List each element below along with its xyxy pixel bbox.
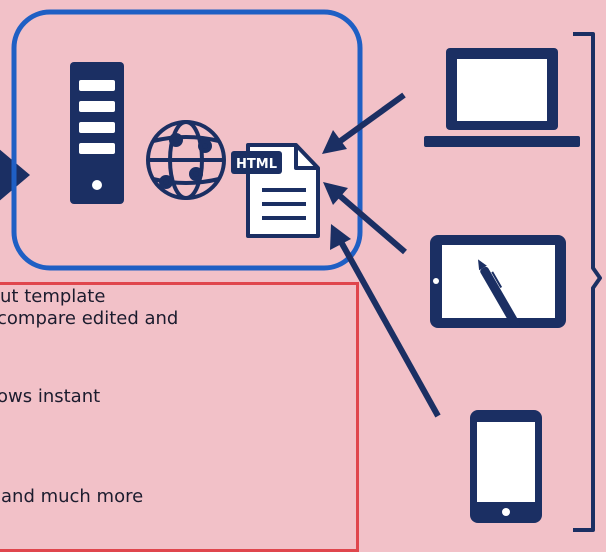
description-line-1: ut template bbox=[0, 286, 106, 307]
server-icon bbox=[70, 62, 124, 204]
arrow-from-tablet-icon bbox=[323, 182, 407, 255]
laptop-icon bbox=[424, 48, 580, 147]
html-badge-label: HTML bbox=[236, 157, 277, 172]
globe-icon bbox=[146, 120, 226, 200]
html-file-icon: HTML bbox=[231, 143, 320, 238]
smartphone-icon bbox=[470, 410, 542, 523]
arrow-from-laptop-icon bbox=[322, 92, 406, 154]
description-line-3: ows instant bbox=[0, 386, 101, 407]
diagram-canvas: HTML bbox=[0, 9, 602, 532]
server-group-box bbox=[11, 9, 363, 271]
device-bracket-icon bbox=[573, 32, 602, 532]
arrow-from-phone-icon bbox=[330, 224, 441, 418]
description-line-2: compare edited and bbox=[0, 308, 179, 329]
description-line-4: and much more bbox=[1, 486, 144, 507]
tablet-with-stylus-icon bbox=[430, 235, 566, 329]
